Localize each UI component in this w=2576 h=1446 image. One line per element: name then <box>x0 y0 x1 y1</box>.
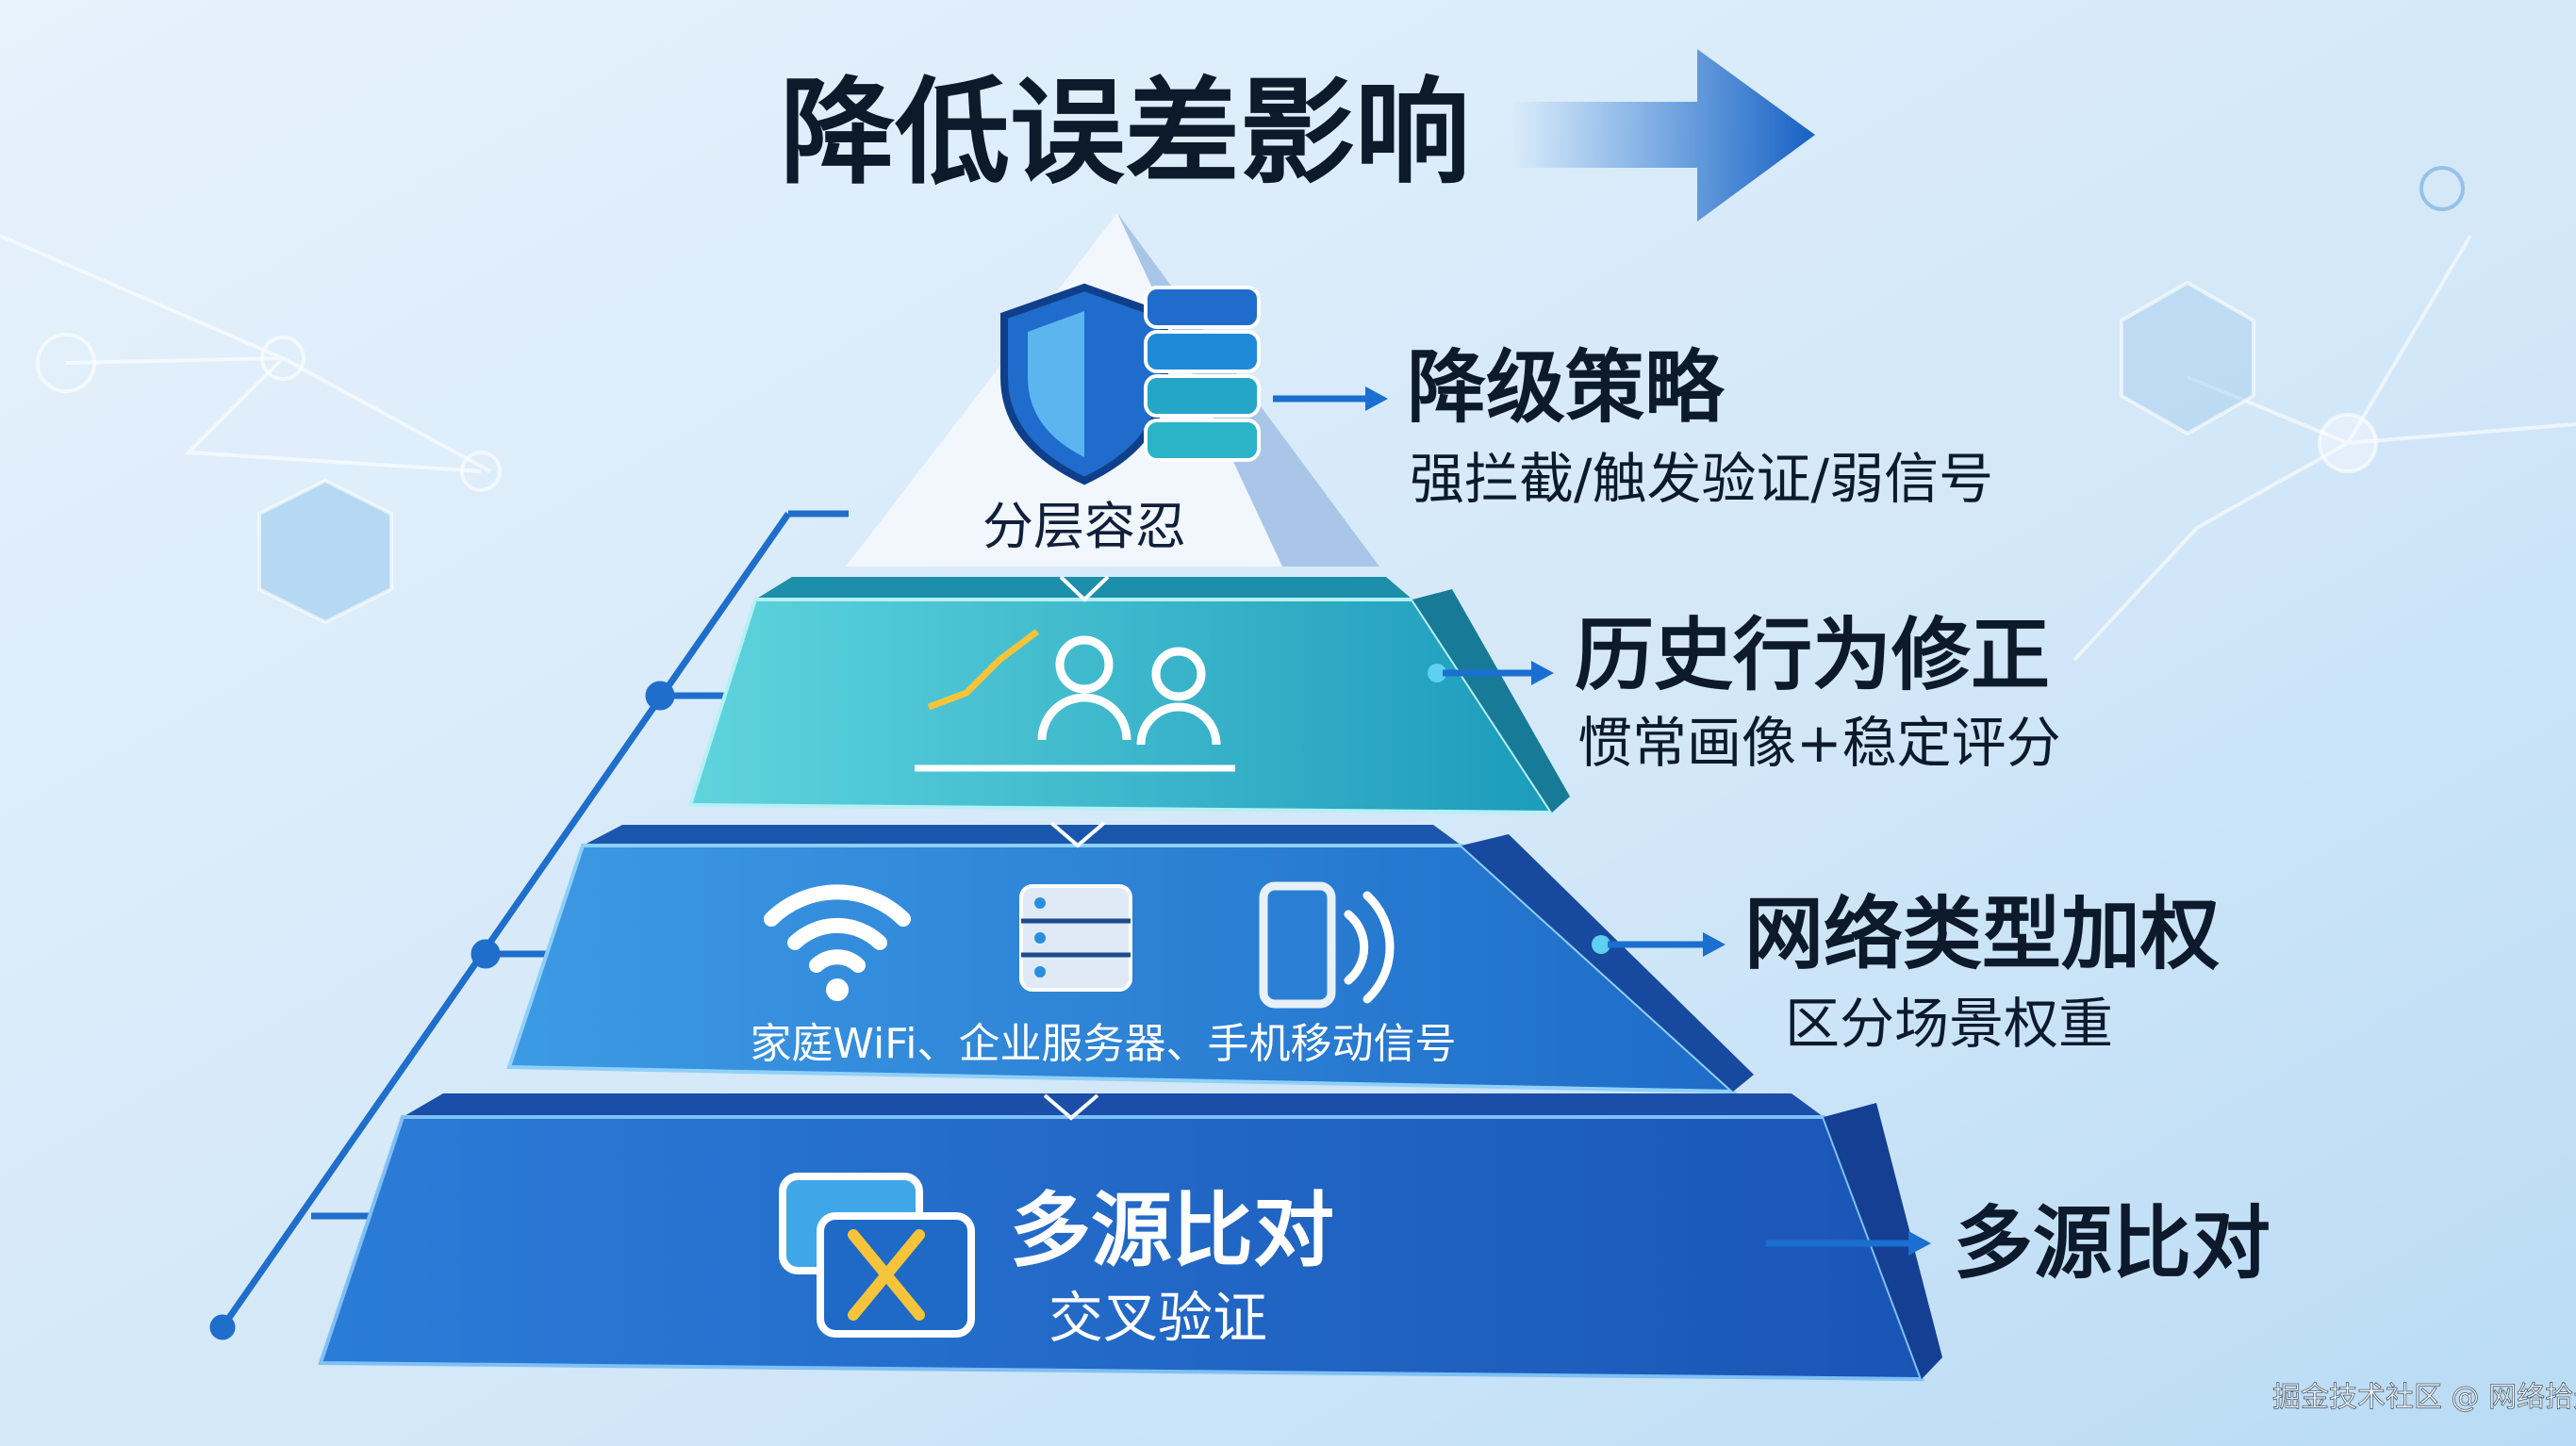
watermark: 掘金技术社区 @ 网络拾光 <box>2272 1381 2576 1414</box>
pyramid-tier-1: 分层容忍 <box>846 213 1379 567</box>
cross-compare-windows-icon <box>779 1173 975 1338</box>
wifi-icon <box>764 884 911 1001</box>
label-network-weight: 网络类型加权 区分场景权重 <box>1744 888 2220 1056</box>
shield-icon <box>1000 283 1168 485</box>
bracket-line <box>209 510 849 1340</box>
label-title: 网络类型加权 <box>1744 888 2220 980</box>
server-stack-icon <box>1144 286 1261 462</box>
tier4-subtitle: 交叉验证 <box>1049 1286 1267 1350</box>
title-arrow-icon <box>1511 49 1815 222</box>
mobile-signal-icon <box>1259 881 1395 1009</box>
label-subtitle: 强拦截/触发验证/弱信号 <box>1410 447 1993 511</box>
pyramid-tier-2 <box>687 577 1570 815</box>
trend-chart-icon <box>915 629 1235 772</box>
label-degrade: 降级策略 强拦截/触发验证/弱信号 <box>1407 341 1993 511</box>
flow-arrows <box>1043 575 1110 1121</box>
label-title: 历史行为修正 <box>1575 609 2050 701</box>
users-icon <box>1037 635 1221 746</box>
label-title: 多源比对 <box>1954 1197 2271 1290</box>
label-title: 降级策略 <box>1407 341 1726 434</box>
tier1-label: 分层容忍 <box>983 497 1186 556</box>
network-decoration <box>0 166 2576 662</box>
page-title: 降低误差影响 <box>780 66 1470 200</box>
tier4-title: 多源比对 <box>1010 1184 1334 1278</box>
label-subtitle: 区分场景权重 <box>1785 992 2113 1056</box>
server-icon <box>1019 884 1132 992</box>
label-arrows <box>1273 386 1931 1256</box>
label-subtitle: 惯常画像+稳定评分 <box>1577 711 2061 775</box>
tier3-label: 家庭WiFi、企业服务器、手机移动信号 <box>750 1020 1456 1068</box>
pyramid-tier-3: 家庭WiFi、企业服务器、手机移动信号 <box>506 825 1754 1094</box>
pyramid-tier-4: 多源比对 交叉验证 <box>318 1093 1942 1382</box>
label-multisource: 多源比对 <box>1954 1197 2271 1290</box>
label-history: 历史行为修正 惯常画像+稳定评分 <box>1575 609 2061 775</box>
